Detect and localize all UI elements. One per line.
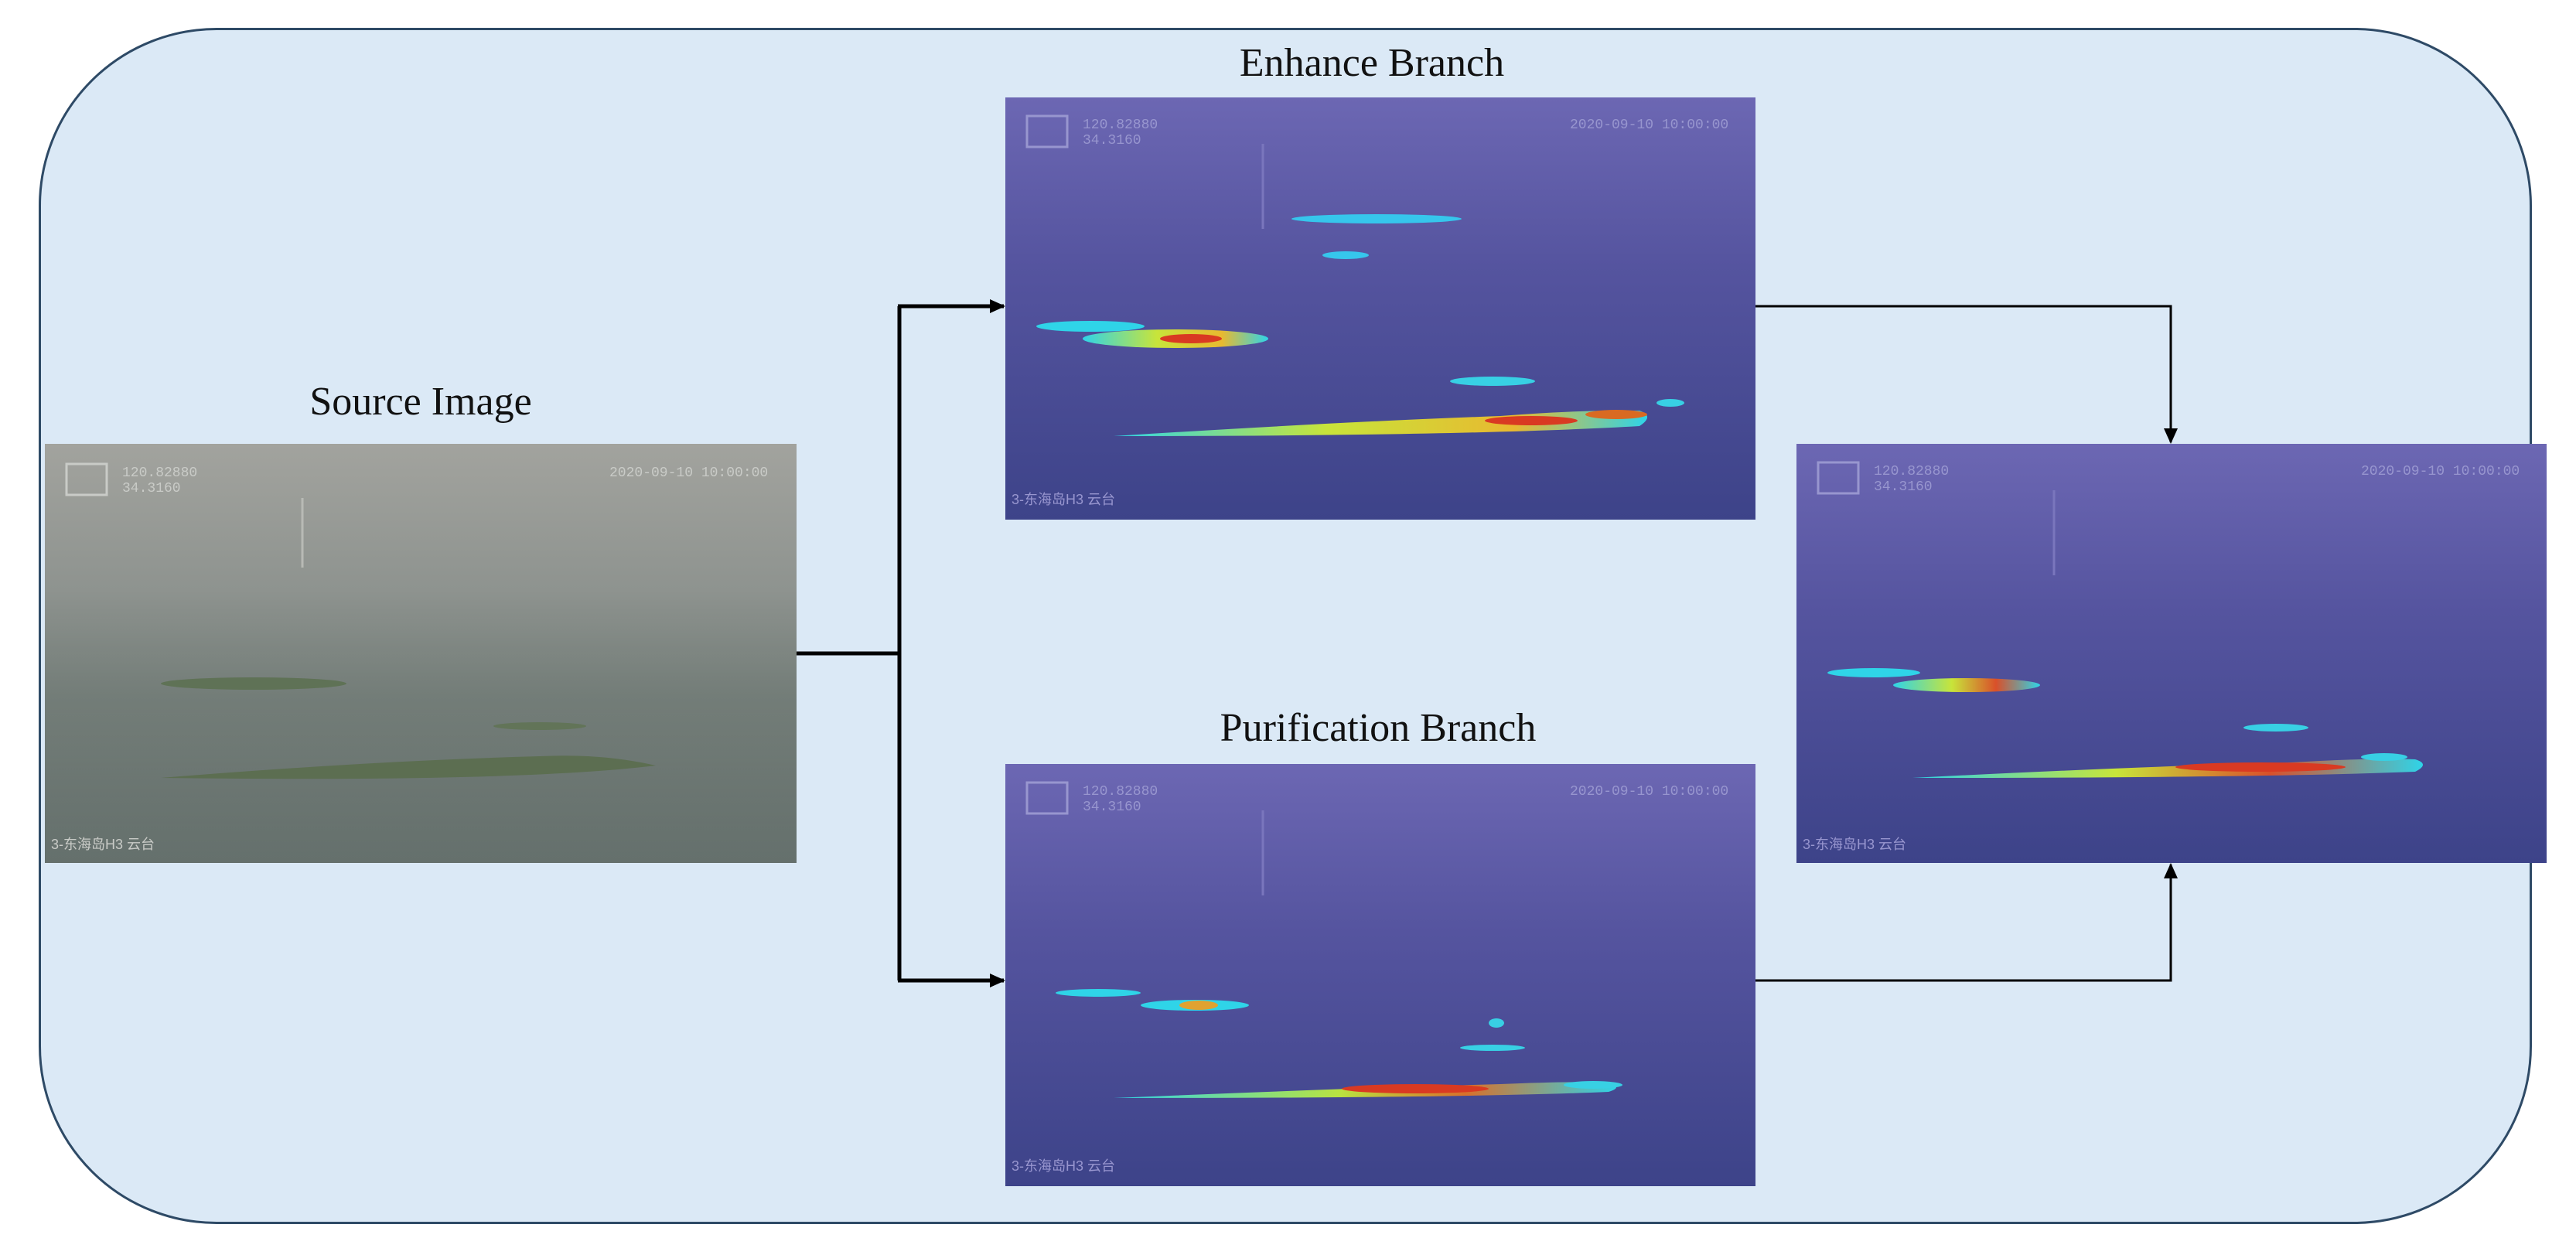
coords-text: 34.3160 xyxy=(1874,479,1933,495)
heat-blob xyxy=(2361,753,2407,761)
coords-text: 120.82880 xyxy=(1083,784,1158,800)
source-image: 120.82880 34.3160 2020-09-10 10:00:00 3-… xyxy=(45,444,797,863)
heat-blob xyxy=(1450,377,1535,386)
heat-blob xyxy=(1827,668,1920,677)
heat-blob xyxy=(1160,334,1222,343)
coords-text: 120.82880 xyxy=(1874,464,1949,479)
camera-text: 3-东海岛H3 云台 xyxy=(1012,1158,1115,1174)
camera-text: 3-东海岛H3 云台 xyxy=(51,837,155,852)
source-image-label: Source Image xyxy=(309,380,532,424)
timestamp-text: 2020-09-10 10:00:00 xyxy=(2361,464,2520,479)
logo-mark xyxy=(1817,461,1860,495)
logo-mark xyxy=(1025,114,1069,148)
heat-blob xyxy=(2243,724,2308,732)
algae-patch xyxy=(161,755,656,779)
coords-text: 120.82880 xyxy=(122,466,197,481)
heat-blob xyxy=(1656,399,1684,407)
algae-patch xyxy=(493,722,586,730)
coords-text: 34.3160 xyxy=(122,481,181,496)
camera-text: 3-东海岛H3 云台 xyxy=(1803,837,1906,852)
heat-blob xyxy=(1291,214,1462,223)
purification-branch-image: 120.82880 34.3160 2020-09-10 10:00:00 3-… xyxy=(1005,764,1755,1186)
heat-blob xyxy=(1179,1001,1218,1010)
heat-blob xyxy=(1485,416,1578,425)
heat-blob xyxy=(1489,1018,1504,1028)
algae-patch xyxy=(161,677,346,690)
timestamp-text: 2020-09-10 10:00:00 xyxy=(1570,784,1728,800)
coords-text: 120.82880 xyxy=(1083,118,1158,133)
enhance-branch-image: 120.82880 34.3160 2020-09-10 10:00:00 3-… xyxy=(1005,97,1755,520)
heat-blob xyxy=(1460,1045,1525,1051)
output-image: 120.82880 34.3160 2020-09-10 10:00:00 3-… xyxy=(1796,444,2547,863)
coords-text: 34.3160 xyxy=(1083,133,1141,148)
timestamp-text: 2020-09-10 10:00:00 xyxy=(1570,118,1728,133)
enhance-branch-label: Enhance Branch xyxy=(1239,41,1505,85)
purification-branch-label: Purification Branch xyxy=(1220,706,1537,750)
heat-blob xyxy=(1585,410,1647,419)
camera-text: 3-东海岛H3 云台 xyxy=(1012,492,1115,507)
heat-blob xyxy=(1564,1081,1622,1089)
coords-text: 34.3160 xyxy=(1083,800,1141,815)
heat-blob xyxy=(1893,678,2040,692)
logo-mark xyxy=(1025,781,1069,815)
heat-blob xyxy=(2175,762,2346,772)
heat-blob xyxy=(1322,251,1369,259)
heat-blob xyxy=(1036,321,1145,332)
heat-blob xyxy=(1342,1084,1489,1093)
logo-mark xyxy=(65,462,108,496)
timestamp-text: 2020-09-10 10:00:00 xyxy=(609,466,768,481)
heat-blob xyxy=(1056,989,1141,997)
